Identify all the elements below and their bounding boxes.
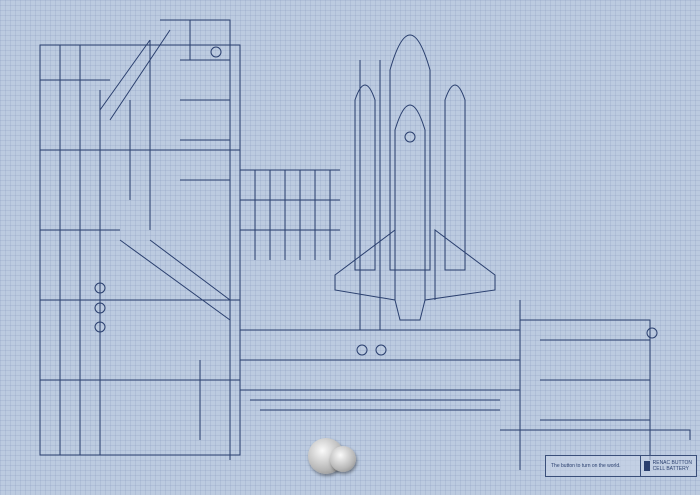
brand-logo-icon [644,461,650,471]
circuit-wires [39,19,691,470]
space-shuttle [334,34,496,321]
button-cell-battery [330,446,356,472]
caption-box: The button to turn on the world. RENAC B… [545,455,697,477]
lamps [94,46,658,356]
brand-name: RENAC BUTTON CELL BATTERY [652,460,692,472]
caption-text: The button to turn on the world. [546,456,641,476]
